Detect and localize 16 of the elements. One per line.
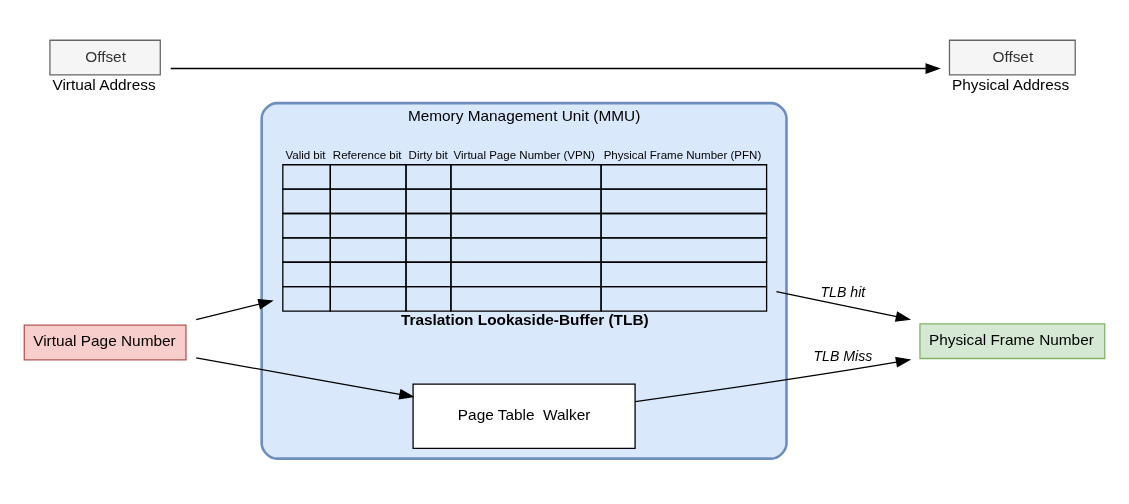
node-label: Physical Address xyxy=(952,75,1070,93)
node-box: Page Table Walker xyxy=(412,383,636,449)
node-label: Dirty bit xyxy=(408,148,448,161)
arrow xyxy=(775,290,912,322)
node-label: Physical Frame Number (PFN) xyxy=(603,148,762,161)
node-label: Virtual Address xyxy=(52,75,156,93)
edge-label: TLB Miss xyxy=(813,347,873,364)
node-label: Traslation Lookaside-Buffer (TLB) xyxy=(400,310,649,328)
arrow xyxy=(634,356,912,403)
arrow xyxy=(195,357,415,400)
node-label: Reference bit xyxy=(332,148,402,161)
arrow xyxy=(195,299,274,321)
edge-label: TLB hit xyxy=(820,283,866,300)
node-label: Valid bit xyxy=(285,148,326,161)
arrow xyxy=(170,63,941,74)
node-label: Virtual Page Number (VPN) xyxy=(453,148,595,161)
